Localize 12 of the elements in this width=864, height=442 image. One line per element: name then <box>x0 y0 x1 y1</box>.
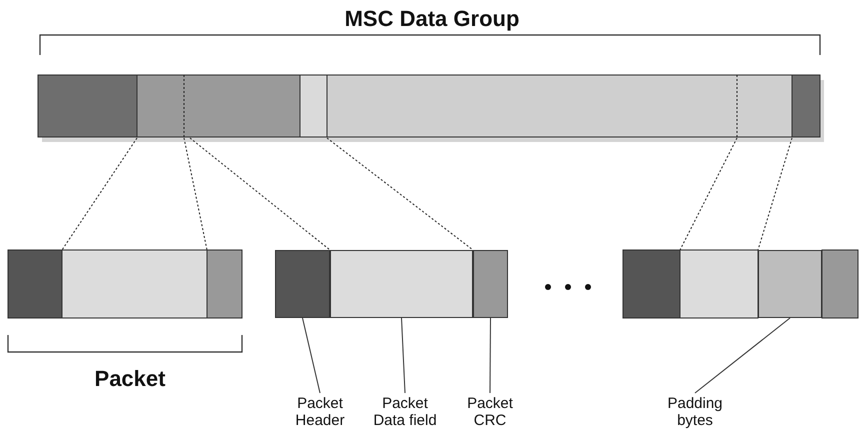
leader-line <box>490 318 491 394</box>
crc-segment <box>473 250 508 318</box>
leader-line <box>302 318 320 394</box>
padding-segment <box>758 250 822 318</box>
header-segment <box>275 250 330 318</box>
leader-label: Padding bytes <box>660 395 730 429</box>
data-field-segment <box>330 250 473 318</box>
leader-line <box>694 318 790 394</box>
leader-label: Packet Header <box>290 395 350 429</box>
leader-line <box>401 318 406 394</box>
leader-label: Packet Data field <box>370 395 440 429</box>
leader-label: Packet CRC <box>462 395 518 429</box>
